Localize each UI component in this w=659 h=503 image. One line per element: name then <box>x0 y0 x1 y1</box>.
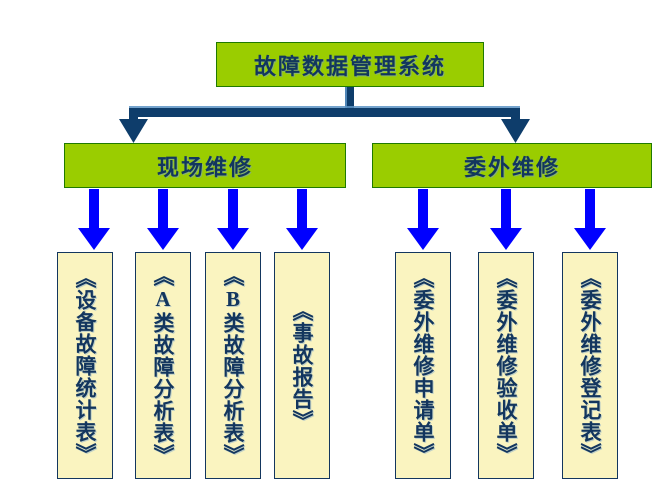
arrow-to-leaf-5 <box>407 189 439 250</box>
node-leaf-label: 《委外维修验收单》 <box>494 266 519 465</box>
node-root-label: 故障数据管理系统 <box>253 53 446 79</box>
node-leaf-outsourced-repair-acceptance[interactable]: 《委外维修验收单》 <box>478 252 534 479</box>
arrow-to-leaf-2 <box>147 189 179 250</box>
node-leaf-class-a-fault-analysis[interactable]: 《A类故障分析表》 <box>135 252 191 479</box>
outsourced-arrows <box>407 189 606 250</box>
node-leaf-label: 《B类故障分析表》 <box>221 265 246 466</box>
node-branch-outsourced-label: 委外维修 <box>463 154 560 180</box>
node-leaf-accident-report[interactable]: 《事故报告》 <box>274 252 330 479</box>
node-branch-onsite-label: 现场维修 <box>156 154 253 180</box>
node-leaf-equipment-fault-statistics[interactable]: 《设备故障统计表》 <box>57 252 113 479</box>
node-leaf-class-b-fault-analysis[interactable]: 《B类故障分析表》 <box>205 252 261 479</box>
node-leaf-outsourced-repair-application[interactable]: 《委外维修申请单》 <box>395 252 451 479</box>
root-to-branches-connector <box>119 87 530 143</box>
arrow-to-leaf-6 <box>490 189 522 250</box>
arrow-to-leaf-7 <box>574 189 606 250</box>
node-leaf-label: 《委外维修登记表》 <box>578 266 603 465</box>
node-leaf-label: 《事故报告》 <box>290 299 315 432</box>
node-branch-onsite[interactable]: 现场维修 <box>64 143 346 188</box>
node-leaf-outsourced-repair-registration[interactable]: 《委外维修登记表》 <box>562 252 618 479</box>
node-leaf-label: 《委外维修申请单》 <box>411 266 436 465</box>
arrow-to-leaf-1 <box>78 189 110 250</box>
arrow-to-leaf-4 <box>286 189 318 250</box>
node-branch-outsourced[interactable]: 委外维修 <box>372 143 652 188</box>
onsite-arrows <box>78 189 318 250</box>
node-leaf-label: 《设备故障统计表》 <box>73 266 98 465</box>
node-leaf-label: 《A类故障分析表》 <box>151 265 176 466</box>
arrow-to-leaf-3 <box>217 189 249 250</box>
node-root[interactable]: 故障数据管理系统 <box>216 42 484 87</box>
